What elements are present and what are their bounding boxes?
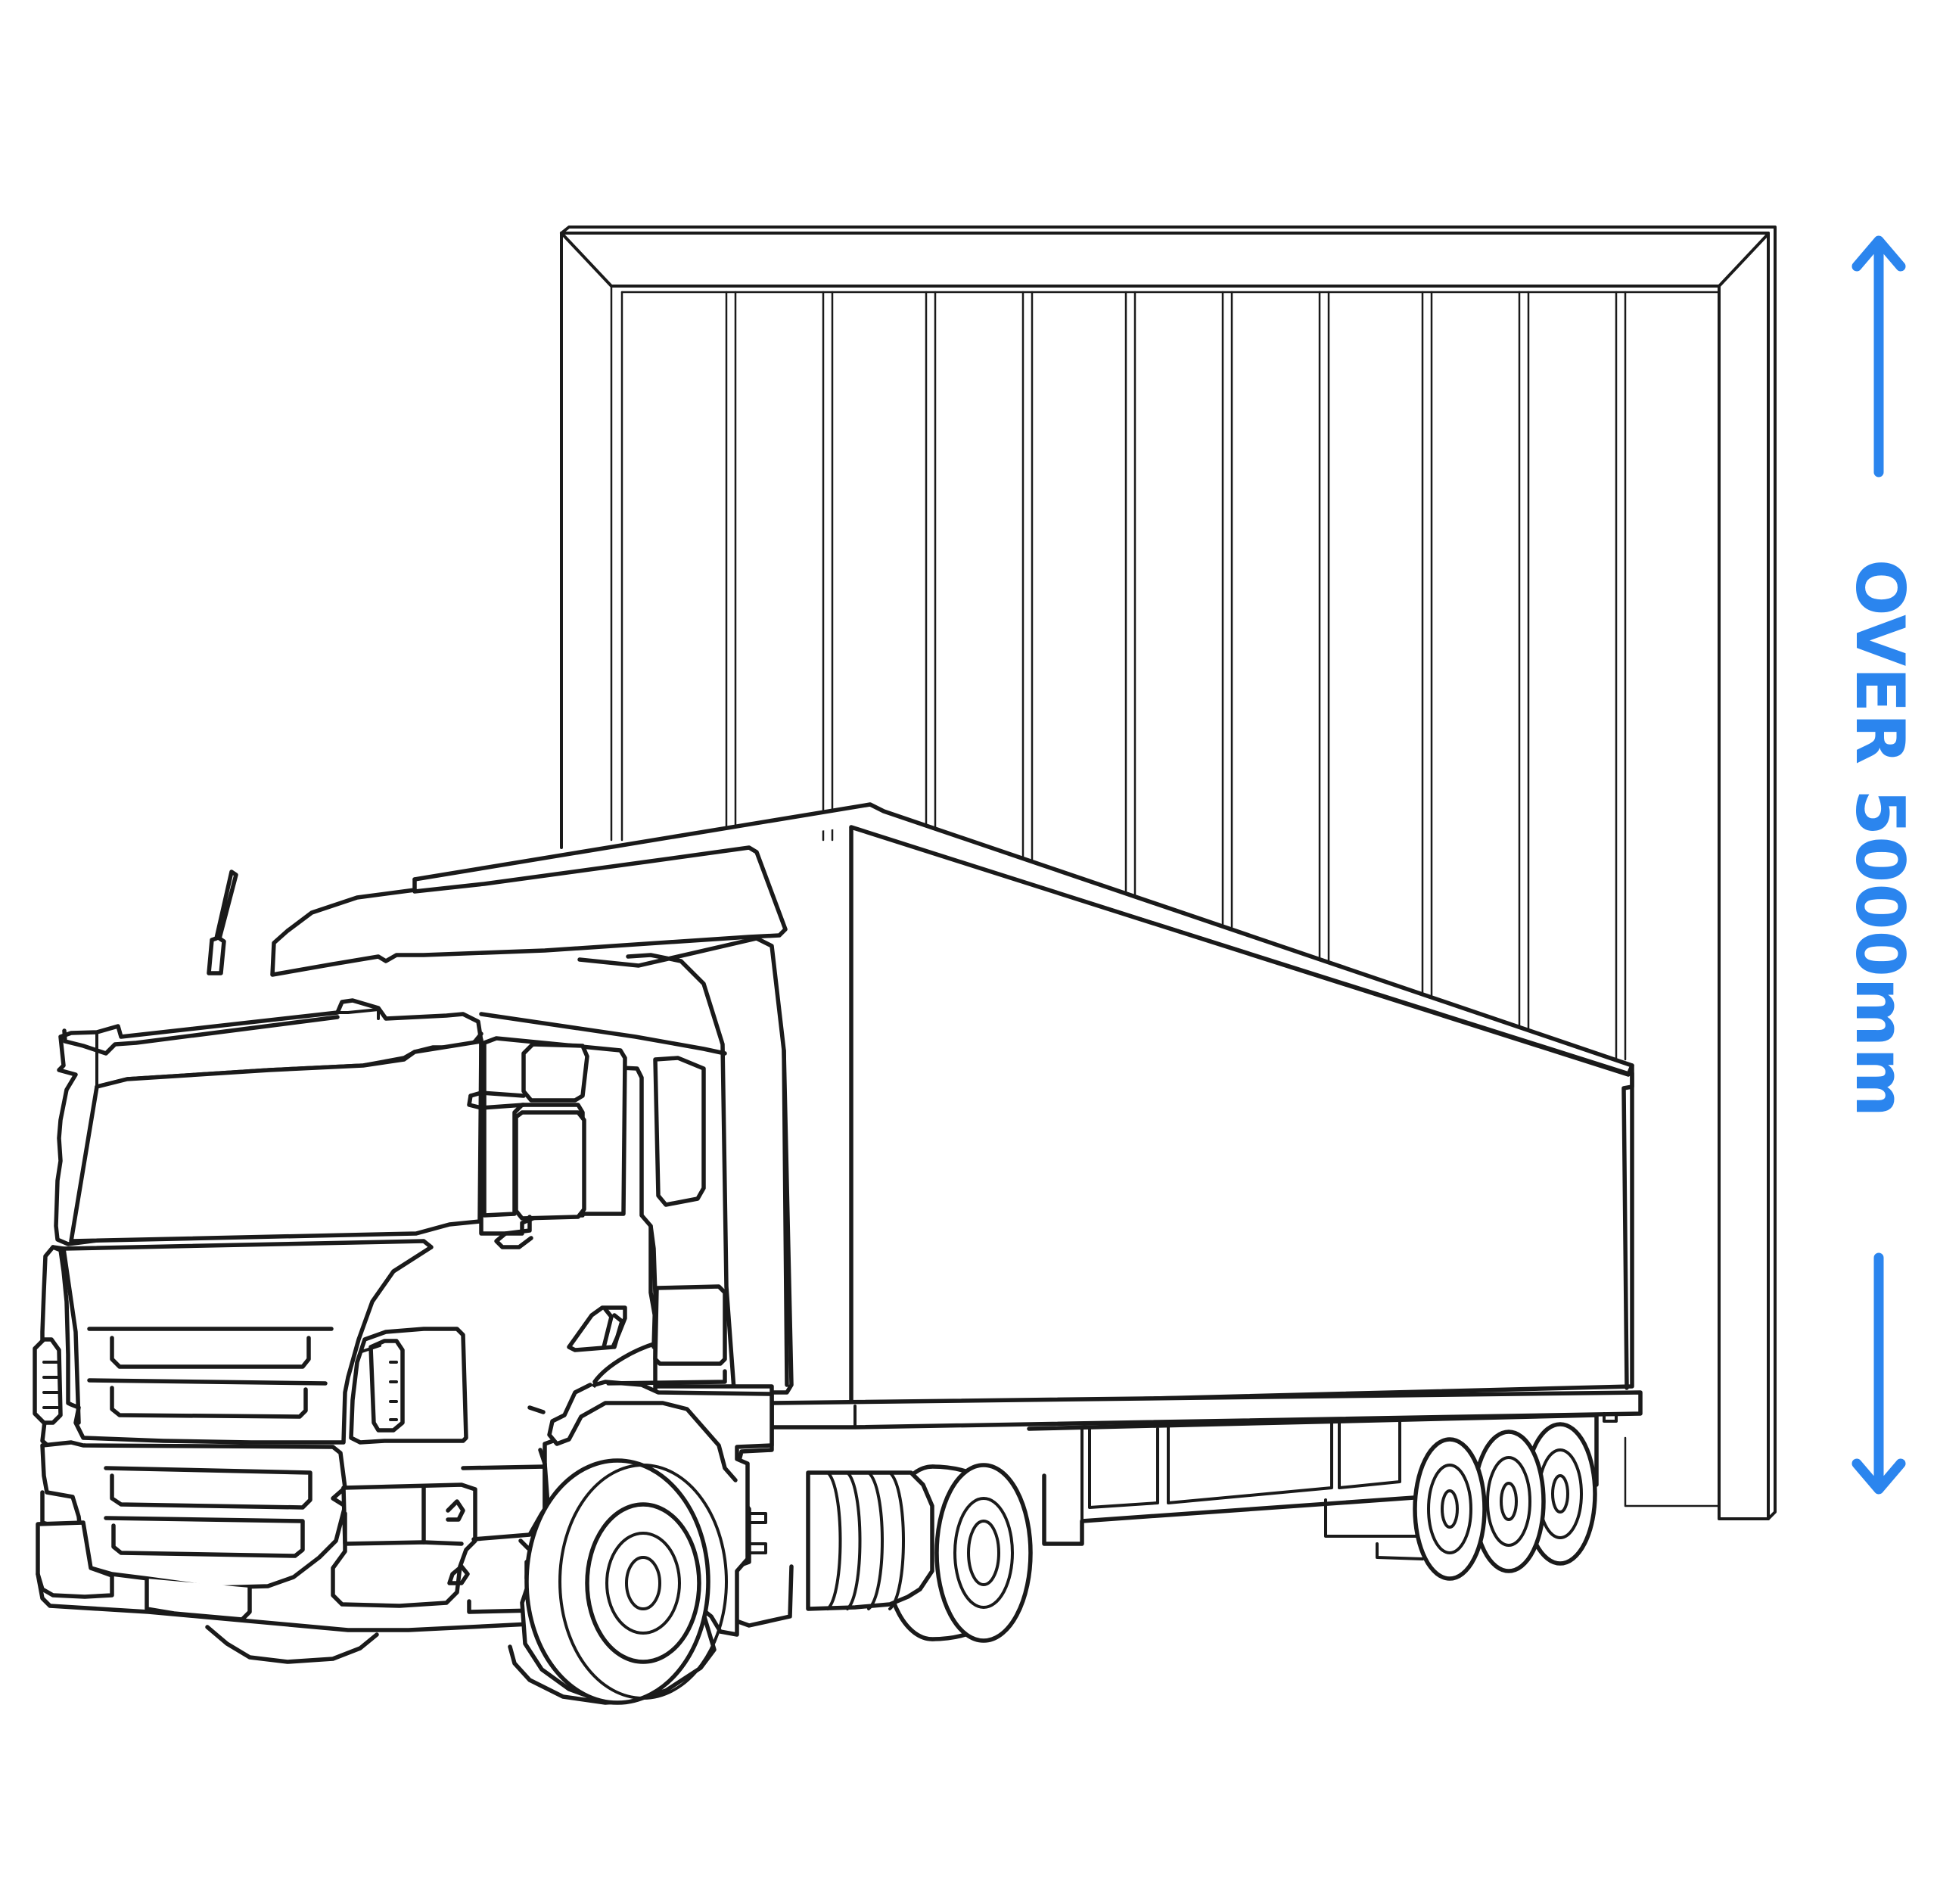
- front-bumper: [36, 1440, 555, 1664]
- height-dimension-label: OVER 5000mm: [1841, 558, 1919, 1118]
- door-frame: [560, 226, 1777, 1520]
- antenna: [207, 870, 238, 975]
- rear-wheels: [1376, 1422, 1597, 1581]
- side-fairing: [527, 1224, 738, 1482]
- arrow-down-icon: [1851, 1252, 1906, 1495]
- cab-front: [33, 1239, 468, 1452]
- front-wheel: [508, 1458, 728, 1705]
- trailer-box: [412, 802, 1643, 1430]
- arrow-up-icon: [1851, 235, 1906, 478]
- height-arrows: [1851, 235, 1906, 1495]
- cab-roof-fairing: [270, 845, 794, 1395]
- cab-windows: [467, 1036, 706, 1249]
- door-strips: [725, 291, 1721, 1507]
